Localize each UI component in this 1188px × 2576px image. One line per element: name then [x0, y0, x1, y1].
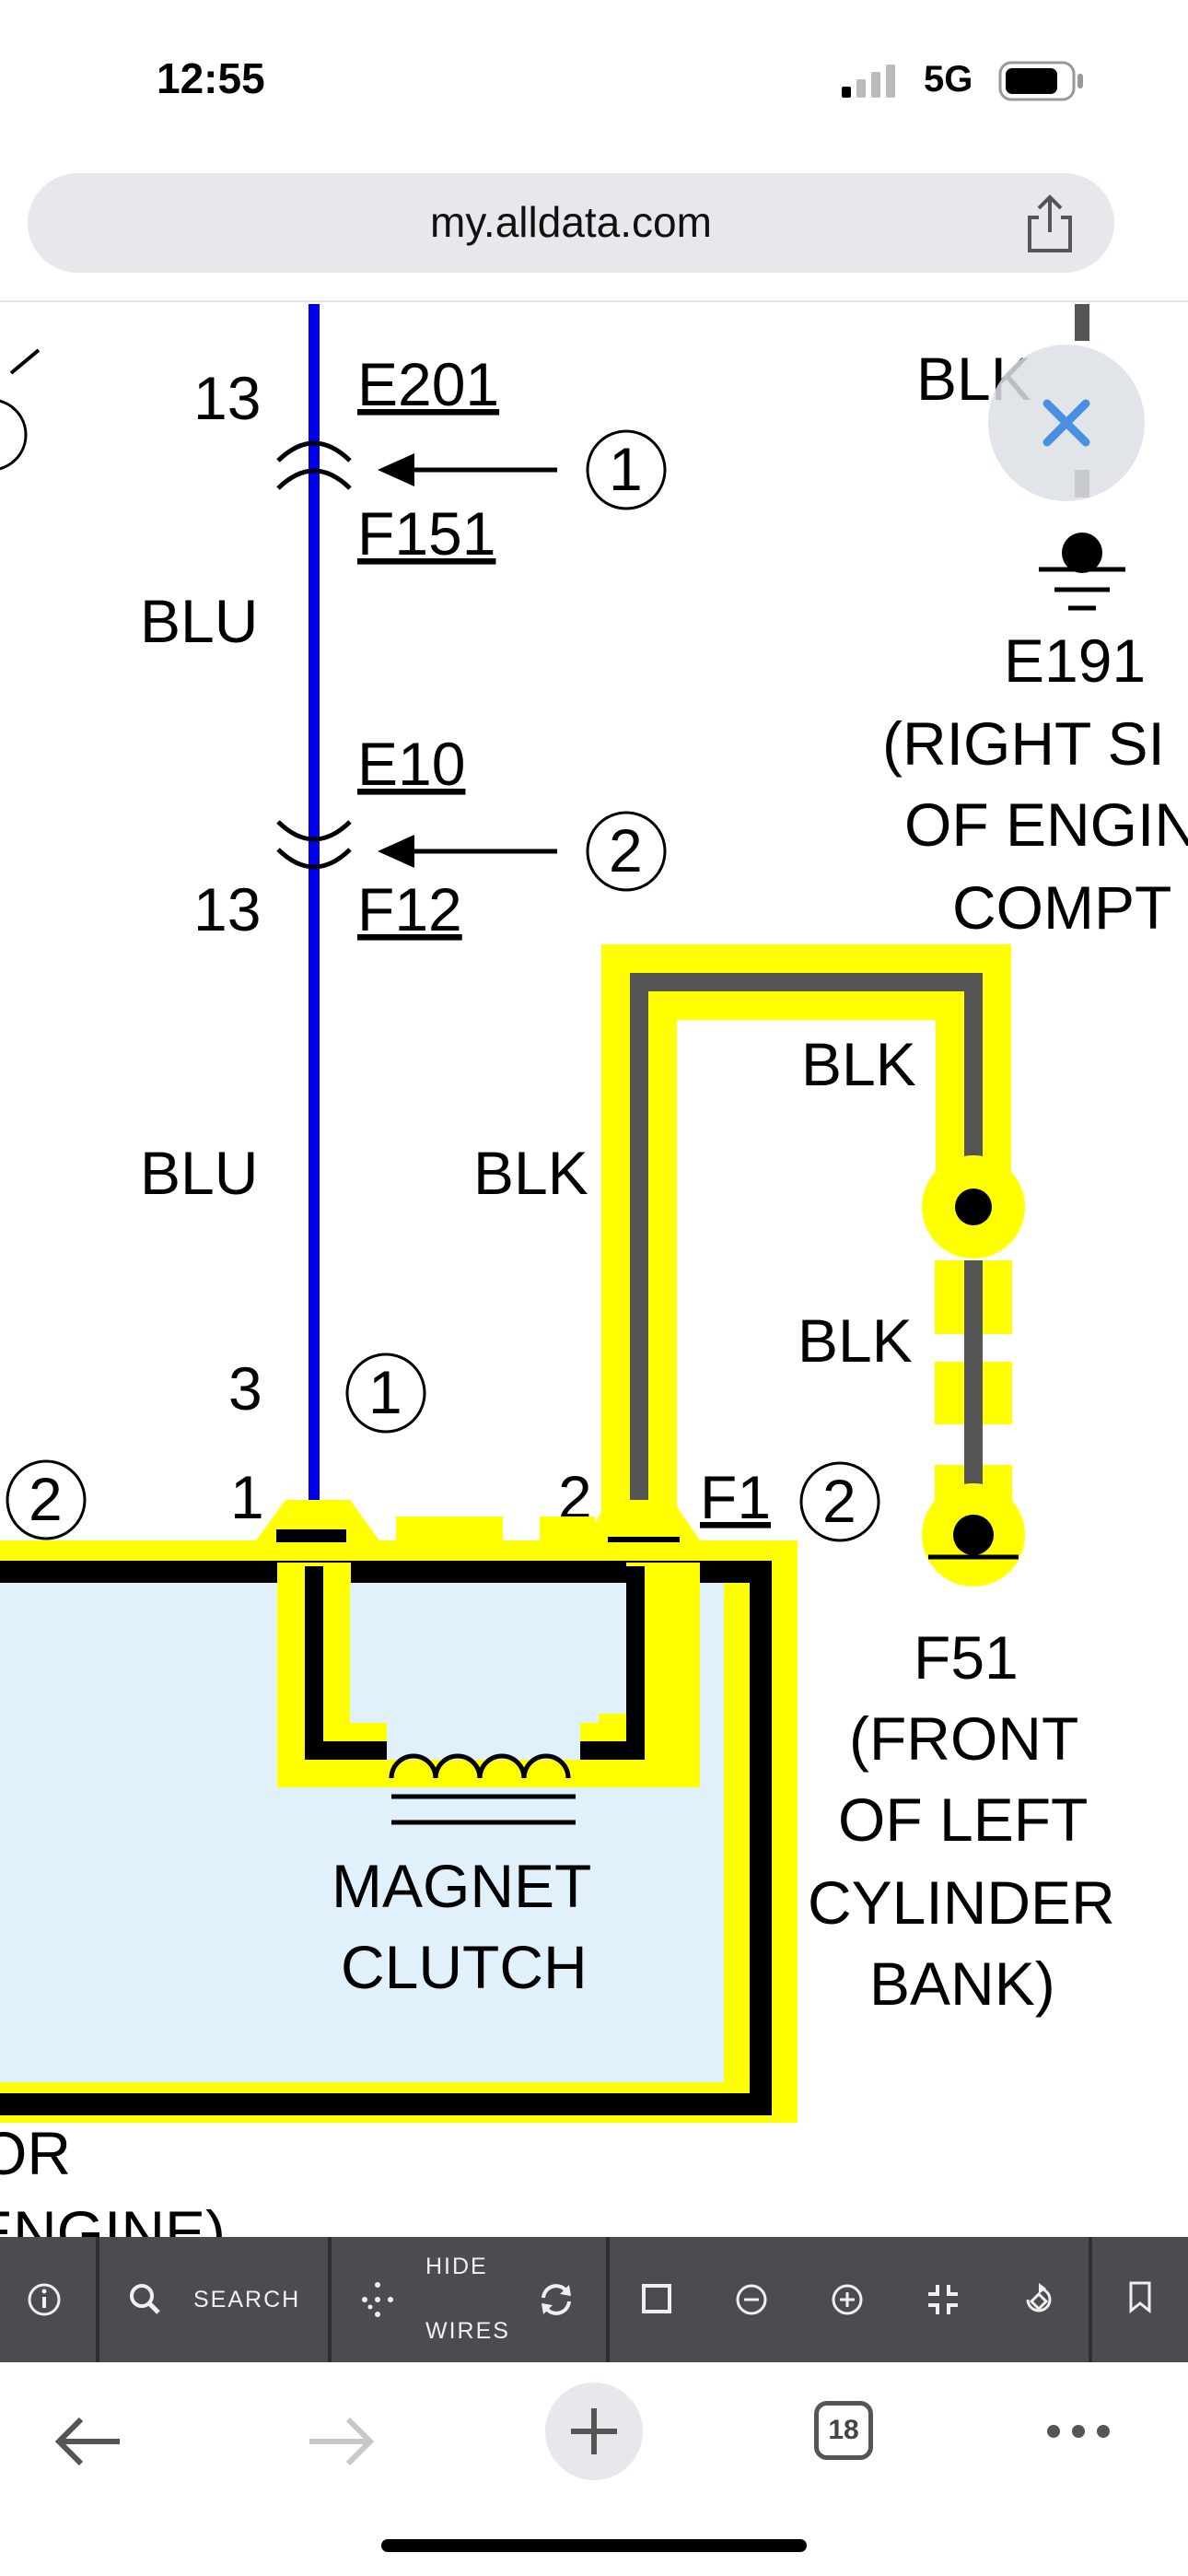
cutoff-text-line2: ENGINE) — [0, 2198, 226, 2239]
note-ref-circle-2[interactable] — [586, 811, 667, 892]
wire-color-blu-upper: BLU — [140, 587, 258, 655]
component-connector[interactable] — [0, 1500, 798, 1563]
hide-label[interactable]: HIDE — [425, 2254, 488, 2279]
zoom-in-icon[interactable] — [829, 2281, 866, 2318]
close-button[interactable] — [988, 345, 1145, 501]
status-time: 12:55 — [157, 54, 265, 102]
share-icon[interactable] — [1022, 192, 1077, 256]
wiring-diagram[interactable]: 13 E201 F151 1 BLU E10 13 F12 2 BLU BLK … — [0, 304, 1188, 2239]
hide-wires-icon[interactable] — [357, 2279, 398, 2320]
ground-f51-symbol[interactable] — [953, 1515, 994, 1555]
address-bar[interactable]: my.alldata.com — [28, 173, 1114, 273]
search-button-label[interactable]: SEARCH — [193, 2287, 301, 2313]
component-name-line1: MAGNET — [332, 1852, 591, 1920]
connector-e10-label: E10 — [357, 730, 465, 798]
connector-e201-label: E201 — [357, 350, 499, 418]
diagram-toolbar: SEARCH HIDE WIRES — [0, 2237, 1188, 2362]
network-type: 5G — [924, 59, 973, 100]
connector-f151-label: F151 — [357, 499, 495, 568]
forward-arrow-icon[interactable] — [304, 2414, 378, 2469]
ground-e191-line3: COMPT — [952, 873, 1171, 942]
ground-e191-line2: OF ENGIN — [904, 790, 1188, 859]
battery-icon — [998, 61, 1083, 101]
wire-color-blk-left: BLK — [473, 1139, 588, 1207]
tabs-button[interactable]: 18 — [814, 2401, 873, 2460]
collapse-icon[interactable] — [925, 2281, 961, 2318]
pin-number-13-bottom: 13 — [193, 875, 261, 943]
back-arrow-icon[interactable] — [52, 2414, 125, 2469]
close-icon — [1042, 399, 1090, 447]
wire-color-blk-right-lower: BLK — [798, 1306, 913, 1375]
connector-f12-label: F12 — [357, 875, 462, 943]
pin-number-3: 3 — [228, 1354, 262, 1423]
component-name-line2: CLUTCH — [341, 1933, 588, 2001]
ground-f51-line3: CYLINDER — [808, 1868, 1115, 1937]
wire-color-blk-right-upper: BLK — [801, 1030, 916, 1098]
bookmark-icon[interactable] — [1122, 2277, 1159, 2318]
pin-number-13-top: 13 — [193, 364, 261, 432]
signal-icon — [842, 64, 895, 98]
partial-circle — [0, 399, 28, 471]
note-ref-circle-pin[interactable] — [345, 1352, 426, 1434]
plus-icon — [571, 2408, 617, 2454]
pointer-arrow-1 — [378, 453, 414, 486]
black-wire-highlighted[interactable] — [601, 944, 1011, 1548]
connector-e201-f151[interactable] — [276, 440, 352, 490]
note-ref-pin: 1 — [368, 1358, 402, 1426]
magnet-clutch-component[interactable] — [0, 1553, 798, 2123]
pointer-arrow-2 — [378, 835, 414, 868]
ground-f51-line2: OF LEFT — [838, 1786, 1088, 1854]
search-icon[interactable] — [127, 2281, 164, 2318]
note-ref-circle-1[interactable] — [586, 429, 667, 510]
page-divider — [0, 300, 1188, 302]
note-ref-circle-left[interactable] — [6, 1459, 87, 1540]
note-ref-circle-right[interactable] — [799, 1461, 880, 1542]
note-ref-right: 2 — [822, 1467, 856, 1535]
rotate-icon[interactable] — [1019, 2279, 1059, 2320]
note-ref-1: 1 — [609, 435, 643, 503]
wire-color-blu-lower: BLU — [140, 1139, 258, 1207]
splice-dot[interactable] — [955, 1188, 992, 1225]
cutoff-text-line1: OR — [0, 2119, 71, 2187]
url-text: my.alldata.com — [430, 198, 712, 246]
info-icon[interactable] — [26, 2281, 63, 2318]
note-ref-left: 2 — [29, 1465, 63, 1533]
zoom-out-icon[interactable] — [733, 2281, 770, 2318]
pin-number-1: 1 — [230, 1463, 264, 1531]
ground-f51-line4: BANK) — [869, 1950, 1055, 2018]
ground-e191-line1: (RIGHT SI — [882, 709, 1165, 778]
ground-e191-name: E191 — [1004, 626, 1146, 695]
fit-view-icon[interactable] — [639, 2281, 676, 2318]
wires-label[interactable]: WIRES — [425, 2318, 510, 2344]
new-tab-button[interactable] — [545, 2383, 643, 2480]
more-options-icon[interactable] — [1044, 2418, 1112, 2445]
ground-e191-symbol[interactable] — [1039, 533, 1125, 611]
ground-f51-line1: (FRONT — [849, 1704, 1078, 1773]
partial-line — [9, 348, 41, 375]
refresh-icon[interactable] — [536, 2279, 577, 2320]
connector-f1-label: F1 — [700, 1463, 771, 1531]
home-indicator — [381, 2539, 807, 2552]
ground-f51-name: F51 — [914, 1623, 1019, 1692]
note-ref-2: 2 — [609, 816, 643, 884]
connector-e10-f12[interactable] — [276, 820, 352, 870]
